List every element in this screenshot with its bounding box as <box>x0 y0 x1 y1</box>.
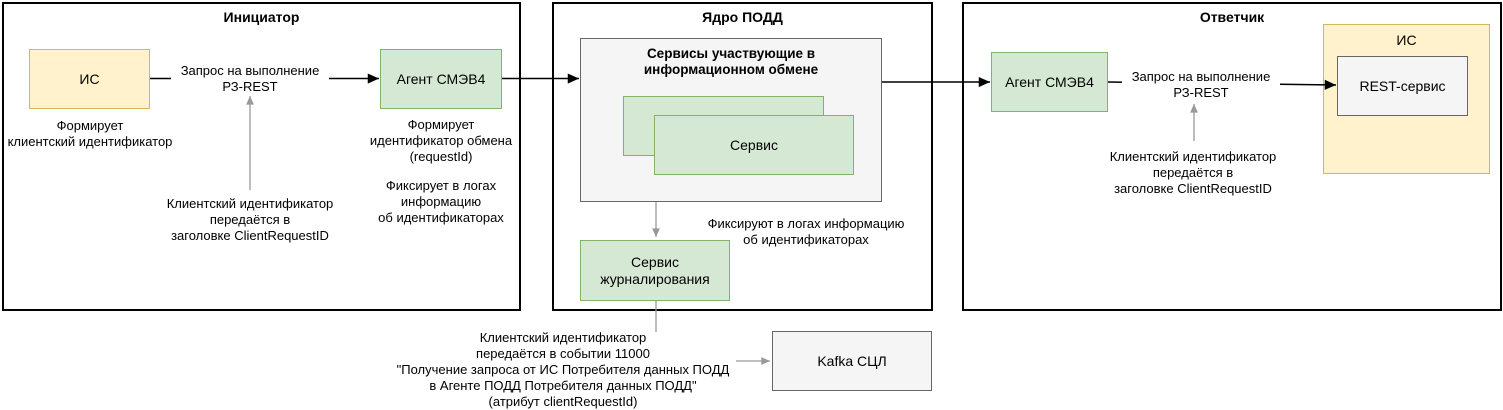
responder-smev4-agent-label: Агент СМЭВ4 <box>1005 73 1094 90</box>
responder-rest-service-label: REST-сервис <box>1359 77 1446 94</box>
initiator-clientid-note: Клиентский идентификатор передаётся в за… <box>166 196 334 243</box>
core-services-group-title: Сервисы участвующие в информационном обм… <box>643 46 819 77</box>
initiator-is-note: Формирует клиентский идентификатор <box>7 118 173 149</box>
initiator-request-arrow-label: Запрос на выполнение РЗ-REST <box>171 63 329 95</box>
responder-clientid-note: Клиентский идентификатор передаётся в за… <box>1109 149 1277 196</box>
responder-request-arrow-label: Запрос на выполнение РЗ-REST <box>1122 69 1280 101</box>
core-logging-note: Фиксируют в логах информацию об идентифи… <box>707 216 905 247</box>
core-service-box-label: Сервис <box>730 136 778 153</box>
kafka-scl-box: Kafka СЦЛ <box>772 331 932 391</box>
initiator-smev4-agent-label: Агент СМЭВ4 <box>396 70 486 87</box>
core-service-box-front: Сервис <box>654 115 854 175</box>
section-initiator-title: Инициатор <box>223 9 300 25</box>
core-event-note: Клиентский идентификатор передаётся в со… <box>396 330 730 409</box>
initiator-agent-note-1: Формирует идентификатор обмена (requestI… <box>369 117 513 164</box>
core-logging-service-label: Сервис журналирования <box>600 253 710 287</box>
initiator-is-box-label: ИС <box>79 70 100 87</box>
section-responder-title: Ответчик <box>1199 9 1265 25</box>
core-logging-service-box: Сервис журналирования <box>580 240 730 301</box>
initiator-smev4-agent-box: Агент СМЭВ4 <box>380 49 502 109</box>
responder-rest-service-box: REST-сервис <box>1337 56 1468 116</box>
section-core-title: Ядро ПОДД <box>702 9 783 25</box>
initiator-is-box: ИС <box>29 49 150 109</box>
kafka-scl-label: Kafka СЦЛ <box>817 352 887 369</box>
initiator-agent-note-2: Фиксирует в логах информацию об идентифи… <box>378 178 504 225</box>
responder-is-box-label: ИС <box>1396 32 1417 48</box>
responder-smev4-agent-box: Агент СМЭВ4 <box>991 52 1108 112</box>
